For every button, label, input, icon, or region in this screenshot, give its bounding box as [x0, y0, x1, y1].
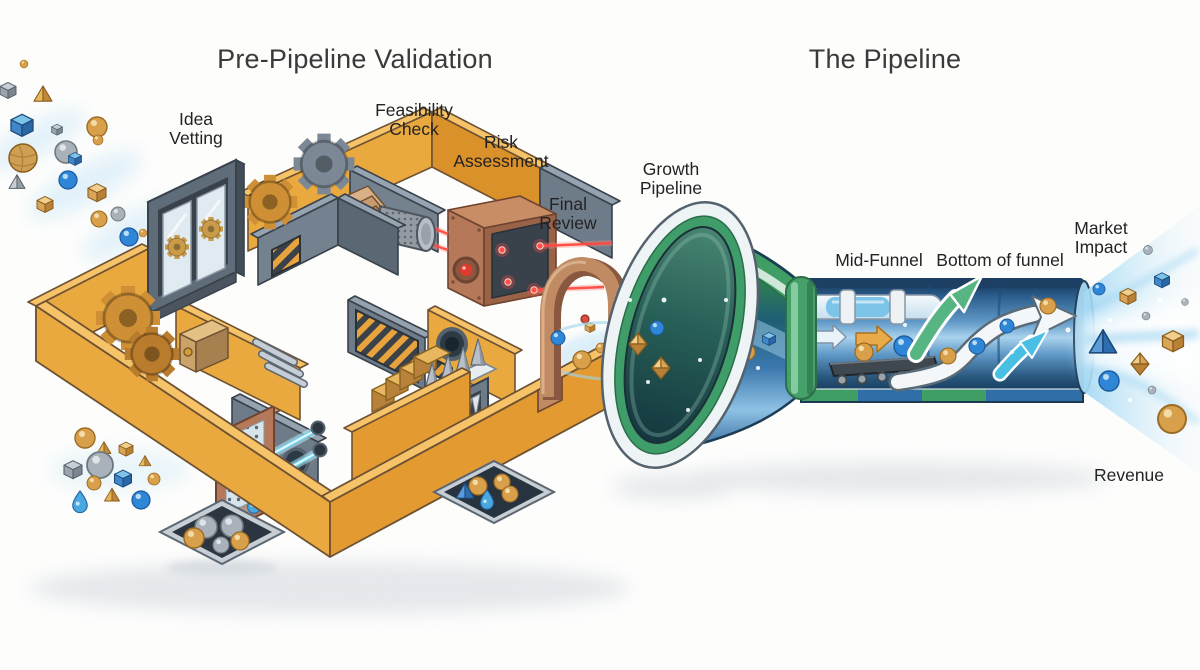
entrance-gate: [146, 158, 246, 326]
gear-icon: [294, 134, 355, 195]
mechanism-box: [179, 319, 229, 373]
neck-ring: [785, 276, 817, 400]
funnel-mouth: [600, 201, 760, 469]
label-bottom-of-funnel: Bottom of funnel: [936, 250, 1064, 270]
hazard-panel-large: [355, 308, 419, 384]
gear-icon: [125, 327, 179, 381]
label-final-review: Final Review: [539, 194, 597, 233]
validation-maze: [27, 107, 631, 614]
label-mid-funnel: Mid-Funnel: [835, 250, 923, 270]
maze-shadow: [30, 562, 630, 614]
label-growth-pipeline: Growth Pipeline: [639, 159, 703, 198]
cyan-arrow: [992, 329, 1049, 382]
pipeline-title: The Pipeline: [808, 44, 962, 74]
inner-tube: [805, 289, 943, 325]
gear-icon: [165, 235, 189, 259]
wall-pipes: [252, 338, 308, 388]
outlet-spray: [1084, 206, 1200, 474]
green-growth-arrow: [907, 274, 984, 363]
pre-pipeline-title: Pre-Pipeline Validation: [217, 44, 493, 74]
reject-pit-2: [431, 459, 557, 525]
sparkles: [628, 297, 1187, 412]
flow-arrows: [815, 324, 893, 353]
label-idea-vetting: Idea Vetting: [169, 109, 223, 148]
gear-icon: [199, 217, 223, 241]
label-market-impact: Market Impact: [1074, 218, 1128, 257]
label-risk-assessment: Risk Assessment: [453, 132, 549, 171]
label-revenue: Revenue: [1093, 465, 1165, 485]
growth-funnel-pipeline: [600, 201, 1110, 499]
label-feasibility-check: Feasibility Check: [375, 100, 453, 139]
reject-pit-1: [157, 498, 287, 576]
gear-icon: [243, 175, 297, 229]
hazard-panel-small: [271, 234, 301, 278]
laser-inspection-box: [447, 195, 557, 307]
